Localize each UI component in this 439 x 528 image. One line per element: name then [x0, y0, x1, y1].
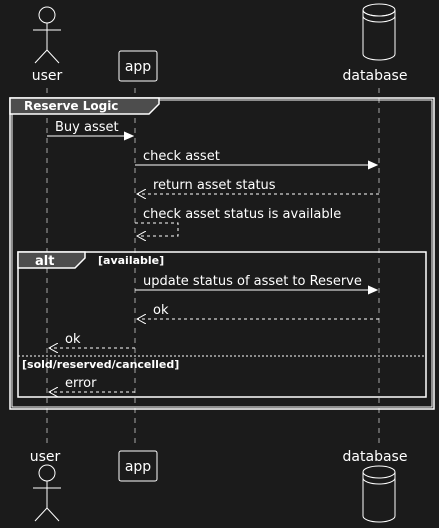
participant-label-database: database — [343, 68, 408, 84]
group-reserve-logic: Reserve Logic — [9, 97, 435, 410]
group-title: Reserve Logic — [24, 99, 118, 113]
participant-app-top: app — [118, 50, 158, 82]
message-error: error — [49, 376, 135, 392]
group-header-tab — [9, 97, 160, 115]
participant-label-database: database — [343, 449, 408, 465]
participant-label-user: user — [32, 68, 63, 84]
message-return-asset-status: return asset status — [137, 178, 379, 194]
message-update-status: update status of asset to Reserve — [135, 274, 377, 290]
message-arrow-self — [135, 222, 179, 236]
message-label: update status of asset to Reserve — [143, 274, 362, 289]
participant-database-bottom: database — [343, 449, 408, 523]
alt-guard-else: [sold/reserved/cancelled] — [22, 358, 179, 371]
alt-header-tab — [17, 251, 86, 269]
message-buy-asset: Buy asset — [47, 120, 133, 136]
message-label: check asset status is available — [143, 207, 341, 222]
participant-app-bottom: app — [118, 450, 158, 482]
alt-frame — [17, 251, 427, 398]
message-check-asset: check asset — [135, 149, 377, 165]
message-label: Buy asset — [55, 120, 119, 135]
message-ok-user: ok — [49, 332, 135, 348]
message-label: ok — [65, 332, 81, 347]
message-check-status-available: check asset status is available — [135, 207, 341, 236]
actor-icon — [33, 6, 61, 64]
database-icon — [362, 3, 396, 61]
participant-user-top: user — [32, 6, 63, 84]
participant-database-top: database — [343, 3, 408, 84]
group-frame — [9, 97, 435, 410]
participant-user-bottom: user — [30, 449, 61, 522]
alt-guard-available: [available] — [98, 254, 164, 267]
message-label: return asset status — [153, 178, 276, 193]
participant-box — [118, 450, 158, 482]
message-ok-db: ok — [137, 303, 379, 319]
message-label: ok — [153, 303, 169, 318]
participant-label-user: user — [30, 449, 61, 465]
message-label: check asset — [143, 149, 220, 164]
alt-keyword: alt — [35, 254, 54, 269]
participant-label-app: app — [125, 59, 151, 75]
database-icon — [362, 465, 396, 523]
participant-label-app: app — [125, 459, 151, 475]
group-alt: alt [available] [sold/reserved/cancelled… — [17, 251, 427, 398]
message-label: error — [65, 376, 97, 391]
actor-icon — [33, 464, 61, 522]
participant-box — [118, 50, 158, 82]
